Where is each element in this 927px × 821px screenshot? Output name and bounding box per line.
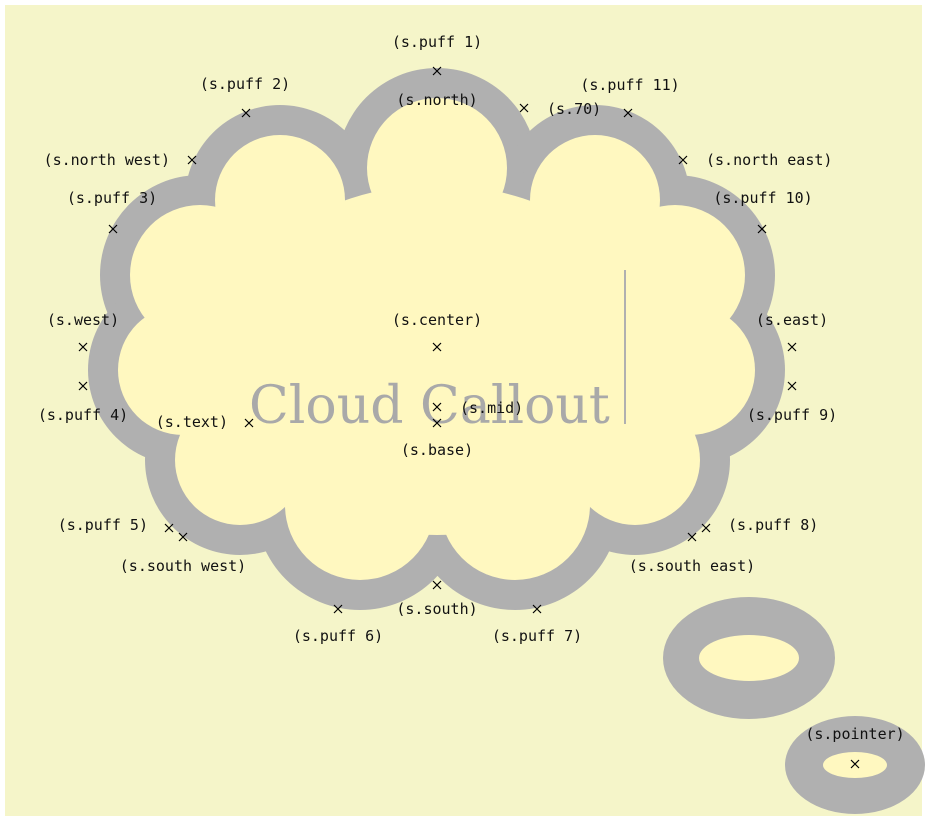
anchor-marker-northwest	[187, 155, 197, 165]
anchor-label-text: (s.text)	[156, 413, 228, 431]
anchor-south: (s.south)	[396, 580, 478, 618]
anchor-label-south: (s.south)	[396, 600, 477, 618]
anchor-label-north: (s.north)	[396, 91, 477, 109]
anchor-marker-south	[432, 580, 442, 590]
anchor-southwest: (s.south west)	[120, 532, 246, 575]
anchor-layer: (s.puff 1) (s.north) (s.70) (s.puff 11) (s.p…	[38, 33, 905, 769]
anchor-label-northeast: (s.north east)	[706, 151, 832, 169]
anchor-puff11: (s.puff 11)	[580, 76, 680, 118]
anchor-east: (s.east)	[756, 311, 828, 352]
anchor-center: (s.center)	[392, 311, 482, 352]
anchor-mid: (s.mid)	[432, 399, 523, 417]
anchor-marker-east	[787, 342, 797, 352]
anchor-label-puff1: (s.puff 1)	[392, 33, 482, 51]
cloud-fill	[118, 98, 755, 580]
anchor-label-puff3: (s.puff 3)	[67, 189, 157, 207]
anchor-label-southeast: (s.south east)	[629, 557, 755, 575]
anchor-label-a70: (s.70)	[547, 100, 601, 118]
anchor-marker-puff8	[701, 523, 711, 533]
anchor-marker-southwest	[178, 532, 188, 542]
pointer-bubble-small-inner	[823, 752, 887, 778]
anchor-label-puff10: (s.puff 10)	[713, 189, 812, 207]
anchor-puff4: (s.puff 4)	[38, 381, 128, 424]
anchor-marker-base	[432, 418, 442, 428]
anchor-marker-puff11	[623, 108, 633, 118]
anchor-label-puff2: (s.puff 2)	[200, 75, 290, 93]
anchor-marker-puff5	[164, 523, 174, 533]
anchor-southeast: (s.south east)	[629, 532, 755, 575]
anchor-northwest: (s.north west)	[44, 151, 197, 169]
pointer-bubble-large-inner	[699, 635, 799, 681]
anchor-base: (s.base)	[401, 418, 473, 459]
anchor-label-base: (s.base)	[401, 441, 473, 459]
callout-text: Cloud Callout	[249, 376, 610, 436]
anchor-marker-puff10	[757, 224, 767, 234]
anchor-marker-puff4	[78, 381, 88, 391]
anchor-puff9: (s.puff 9)	[747, 381, 837, 424]
anchor-label-pointer: (s.pointer)	[805, 725, 904, 743]
anchor-marker-west	[78, 342, 88, 352]
anchor-label-southwest: (s.south west)	[120, 557, 246, 575]
anchor-marker-puff9	[787, 381, 797, 391]
anchor-marker-southeast	[687, 532, 697, 542]
anchor-west: (s.west)	[47, 311, 119, 352]
anchor-a70: (s.70)	[519, 100, 601, 118]
anchor-marker-puff7	[532, 604, 542, 614]
anchor-marker-northeast	[678, 155, 688, 165]
anchor-label-puff9: (s.puff 9)	[747, 406, 837, 424]
anchor-puff8: (s.puff 8)	[701, 516, 818, 534]
anchor-label-west: (s.west)	[47, 311, 119, 329]
anchor-northeast: (s.north east)	[678, 151, 832, 169]
anchor-puff1: (s.puff 1)	[392, 33, 482, 76]
anchor-marker-pointer	[850, 759, 860, 769]
anchor-marker-puff6	[333, 604, 343, 614]
anchor-puff7: (s.puff 7)	[492, 604, 582, 645]
anchor-puff6: (s.puff 6)	[293, 604, 383, 645]
anchor-label-puff6: (s.puff 6)	[293, 627, 383, 645]
anchor-label-mid: (s.mid)	[460, 399, 523, 417]
anchor-label-puff7: (s.puff 7)	[492, 627, 582, 645]
anchor-label-puff5: (s.puff 5)	[58, 516, 148, 534]
anchor-label-puff11: (s.puff 11)	[580, 76, 679, 94]
anchor-puff3: (s.puff 3)	[67, 189, 157, 234]
anchor-marker-text	[244, 418, 254, 428]
anchor-puff10: (s.puff 10)	[713, 189, 813, 234]
anchor-label-northwest: (s.north west)	[44, 151, 170, 169]
anchor-marker-center	[432, 342, 442, 352]
anchor-pointer: (s.pointer)	[805, 725, 905, 769]
anchor-puff5: (s.puff 5)	[58, 516, 174, 534]
anchor-label-puff8: (s.puff 8)	[728, 516, 818, 534]
anchor-north: (s.north)	[396, 91, 477, 109]
anchor-label-east: (s.east)	[756, 311, 828, 329]
anchor-label-center: (s.center)	[392, 311, 482, 329]
anchor-marker-puff2	[241, 108, 251, 118]
anchor-label-puff4: (s.puff 4)	[38, 406, 128, 424]
anchor-marker-a70	[519, 103, 529, 113]
anchor-marker-puff3	[108, 224, 118, 234]
anchor-text: (s.text)	[156, 413, 254, 431]
anchor-marker-mid	[432, 402, 442, 412]
anchor-puff2: (s.puff 2)	[200, 75, 290, 118]
anchor-marker-puff1	[432, 66, 442, 76]
